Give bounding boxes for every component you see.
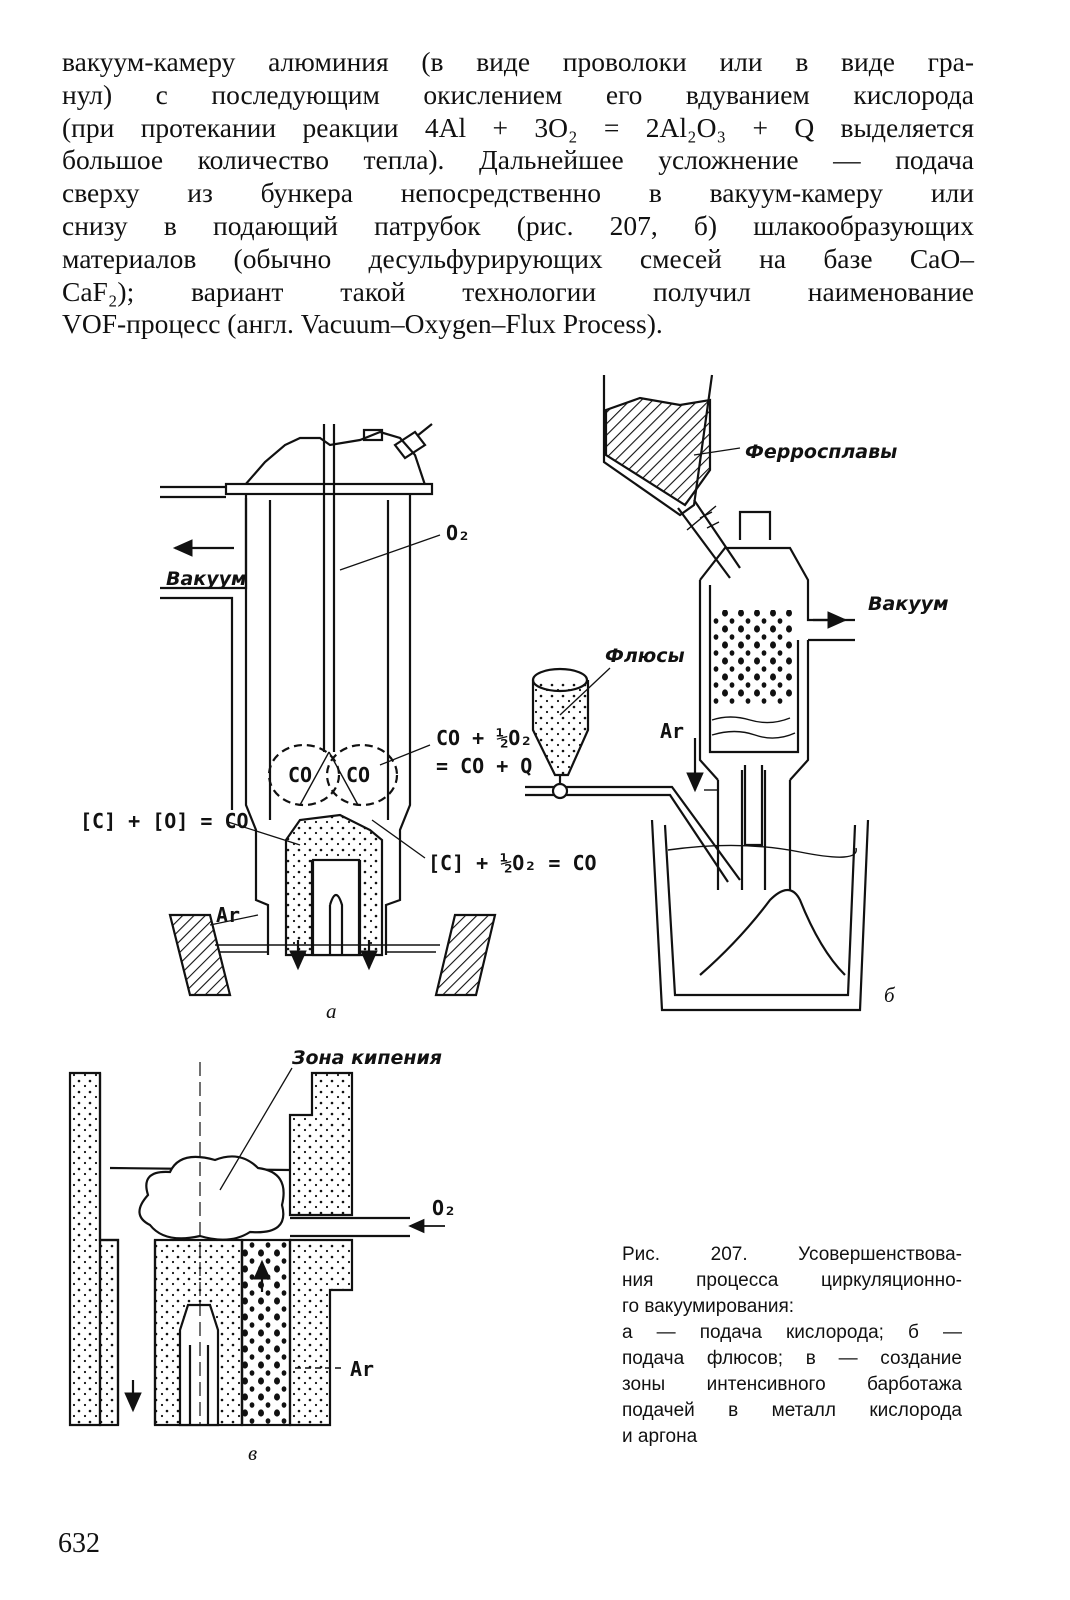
text-line: VOF-процесс (англ. Vacuum–Oxygen–Flux Pr… <box>62 308 663 340</box>
fig-a-co-left: CO <box>288 763 312 787</box>
page-number: 632 <box>58 1528 100 1559</box>
fig-a-co-right: CO <box>346 763 370 787</box>
text-line: сверху из бункера непосредственно в ваку… <box>62 177 974 209</box>
fig-a-o2-label: O₂ <box>446 521 470 545</box>
caption-line: Рис. 207. Усовершенствова- <box>622 1244 962 1265</box>
fig-a-vacuum-label: Вакуум <box>166 568 247 590</box>
text-line: материалов (обычно десульфурирующих смес… <box>62 242 974 274</box>
fig-v-boiling-zone-label: Зона кипения <box>291 1047 442 1069</box>
caption-line: а — подача кислорода; б — <box>622 1322 962 1343</box>
fig-a-co-reaction-2: = CO + Q <box>436 754 532 778</box>
fig-v-sublabel: в <box>248 1441 257 1465</box>
figure-b <box>525 374 870 1012</box>
fig-a-ar-label: Ar <box>216 903 240 927</box>
fig-v-o2-label: O₂ <box>432 1196 456 1220</box>
fig-a-sublabel: а <box>326 999 337 1023</box>
caption-line: подача флюсов; в — создание <box>622 1348 962 1369</box>
fig-b-fluxes-label: Флюсы <box>605 645 685 667</box>
fig-a-c-o-reaction: [C] + [O] = CO <box>80 809 249 833</box>
figure-v-labels: Зона кипения O₂ Ar в <box>248 1047 456 1465</box>
text-line: нул) с последующим окислением его вдуван… <box>62 78 974 110</box>
fig-b-ar-label: Ar <box>660 719 684 743</box>
caption-line: го вакуумирования: <box>622 1296 795 1317</box>
caption-line: и аргона <box>622 1426 698 1447</box>
fig-b-sublabel: б <box>884 983 896 1007</box>
caption-line: зоны интенсивного барботажа <box>622 1374 962 1395</box>
text-line: снизу в подающий патрубок (рис. 207, б) … <box>62 209 974 241</box>
figure-a <box>160 423 497 997</box>
fig-b-ferroalloys-label: Ферросплавы <box>745 441 897 463</box>
caption-line: ния процесса циркуляционно- <box>622 1270 962 1291</box>
figure-a-labels: Вакуум O₂ CO CO CO + ½O₂ = CO + Q [C] + … <box>80 521 597 1023</box>
figure-v <box>68 1062 445 1427</box>
text-line: вакуум-камеру алюминия (в виде проволоки… <box>62 46 974 77</box>
figure-b-labels: Ферросплавы Вакуум Флюсы Ar б <box>605 441 949 1007</box>
text-line: CaF₂); вариант такой технологии получил … <box>62 275 974 307</box>
text-line: (при протекании реакции 4Al + 3O₂ = 2Al₂… <box>62 111 974 143</box>
fig-a-co-reaction-1: CO + ½O₂ <box>436 726 532 750</box>
fig-a-c-half-o2-reaction: [C] + ½O₂ = CO <box>428 851 597 875</box>
caption-line: подачей в металл кислорода <box>622 1400 962 1421</box>
fig-b-vacuum-label: Вакуум <box>868 593 949 615</box>
text-line: большое количество тепла). Дальнейшее ус… <box>62 144 974 176</box>
fig-v-ar-label: Ar <box>350 1357 374 1381</box>
figure-caption: Рис. 207. Усовершенствова- ния процесса … <box>622 1242 962 1450</box>
body-text: вакуум-камеру алюминия (в виде проволоки… <box>62 46 974 341</box>
